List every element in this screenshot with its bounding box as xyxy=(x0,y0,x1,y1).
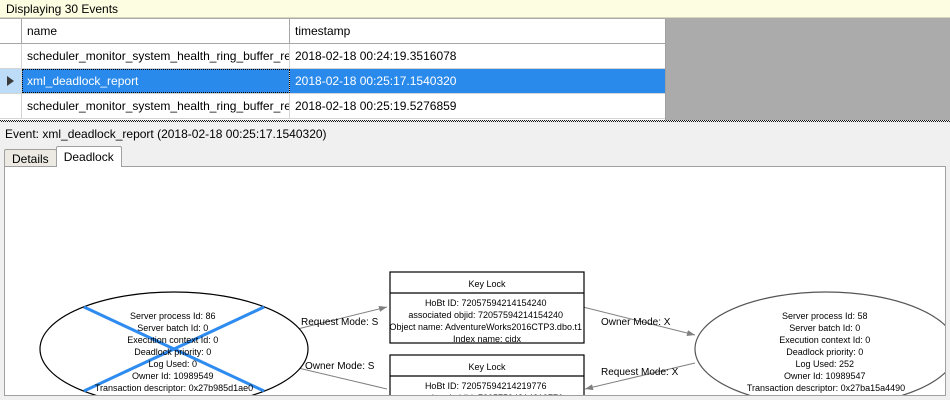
process-right-line-3: Deadlock priority: 0 xyxy=(786,347,863,357)
column-header-timestamp[interactable]: timestamp xyxy=(295,24,351,38)
cell-name[interactable]: xml_deadlock_report xyxy=(22,69,290,93)
resource-bottom-title: Key Lock xyxy=(468,362,506,372)
cell-timestamp[interactable]: 2018-02-18 00:25:19.5276859 xyxy=(295,99,457,113)
grid-select-all-cell[interactable] xyxy=(0,19,22,43)
table-row[interactable]: scheduler_monitor_system_health_ring_buf… xyxy=(0,44,665,69)
process-node-right[interactable]: Server process Id: 58 Server batch Id: 0… xyxy=(694,291,945,395)
resource-top-line-1: associated objid: 72057594214154240 xyxy=(408,310,563,320)
process-left-line-1: Server batch Id: 0 xyxy=(137,323,208,333)
deadlock-graph-canvas[interactable]: Request Mode: S Owner Mode: S Owner Mode… xyxy=(5,167,945,395)
process-left-line-6: Transaction descriptor: 0x27b985d1ae0 xyxy=(95,383,253,393)
process-node-left[interactable]: Server process Id: 86 Server batch Id: 0… xyxy=(39,291,309,395)
process-left-line-3: Deadlock priority: 0 xyxy=(134,347,211,357)
process-right-lines: Server process Id: 58 Server batch Id: 0… xyxy=(747,311,905,393)
table-row-selected[interactable]: xml_deadlock_report 2018-02-18 00:25:17.… xyxy=(0,69,665,94)
cell-timestamp[interactable]: 2018-02-18 00:24:19.3516078 xyxy=(295,49,457,63)
process-right-line-4: Log Used: 252 xyxy=(795,359,854,369)
process-right-line-6: Transaction descriptor: 0x27ba15a4490 xyxy=(747,383,905,393)
cell-timestamp[interactable]: 2018-02-18 00:25:17.1540320 xyxy=(290,69,665,93)
events-grid[interactable]: name timestamp scheduler_monitor_system_… xyxy=(0,19,666,120)
process-left-line-5: Owner Id: 10989549 xyxy=(132,371,214,381)
cell-name[interactable]: scheduler_monitor_system_health_ring_buf… xyxy=(22,44,290,68)
resource-top-lines: HoBt ID: 72057594214154240 associated ob… xyxy=(390,298,585,344)
process-left-line-2: Execution context Id: 0 xyxy=(127,335,218,345)
tab-deadlock[interactable]: Deadlock xyxy=(55,146,122,167)
resource-node-top[interactable]: Key Lock HoBt ID: 72057594214154240 asso… xyxy=(389,271,585,344)
column-header-name[interactable]: name xyxy=(22,19,290,43)
tab-strip: Details Deadlock xyxy=(4,146,122,167)
process-left-lines: Server process Id: 86 Server batch Id: 0… xyxy=(95,311,253,393)
current-row-arrow-icon xyxy=(7,76,14,86)
event-detail-pane: Event: xml_deadlock_report (2018-02-18 0… xyxy=(0,125,950,400)
resource-top-line-2: Object name: AdventureWorks2016CTP3.dbo.… xyxy=(390,322,582,332)
process-right-line-0: Server process Id: 58 xyxy=(782,311,868,321)
cell-name[interactable]: scheduler_monitor_system_health_ring_buf… xyxy=(22,94,290,118)
resource-top-line-0: HoBt ID: 72057594214154240 xyxy=(425,298,547,308)
edge-label-bottom-owner-left: Owner Mode: S xyxy=(305,361,375,372)
process-right-line-5: Owner Id: 10989547 xyxy=(784,371,866,381)
row-indicator-cell[interactable] xyxy=(0,44,22,68)
resource-top-line-3: Index name: cidx xyxy=(453,334,522,344)
events-panel: Displaying 30 Events name timestamp sche… xyxy=(0,0,950,120)
process-left-line-0: Server process Id: 86 xyxy=(130,311,216,321)
resource-bottom-line-1: associated objid: 72057594214219776 xyxy=(408,393,563,395)
resource-bottom-line-0: HoBt ID: 72057594214219776 xyxy=(425,381,547,391)
page-title: Event: xml_deadlock_report (2018-02-18 0… xyxy=(5,127,327,141)
row-indicator-cell[interactable] xyxy=(0,69,22,93)
tab-details[interactable]: Details xyxy=(4,149,57,167)
horizontal-splitter[interactable] xyxy=(0,120,950,125)
row-indicator-cell[interactable] xyxy=(0,94,22,118)
resource-node-bottom[interactable]: Key Lock HoBt ID: 72057594214219776 asso… xyxy=(389,354,585,395)
grid-header-row: name timestamp xyxy=(0,19,665,44)
resource-top-title: Key Lock xyxy=(468,279,506,289)
process-left-line-4: Log Used: 0 xyxy=(148,359,197,369)
edge-right-owner-top: Owner Mode: X xyxy=(582,306,696,336)
victim-cross-icon xyxy=(83,305,265,393)
table-row[interactable]: scheduler_monitor_system_health_ring_buf… xyxy=(0,94,665,119)
edge-label-left-request-top: Request Mode: S xyxy=(301,317,379,328)
edge-label-right-owner-top: Owner Mode: X xyxy=(601,317,671,328)
resource-bottom-lines: HoBt ID: 72057594214219776 associated ob… xyxy=(390,381,585,395)
edge-label-bottom-request-right: Request Mode: X xyxy=(601,367,679,378)
edge-bottom-request-right: Request Mode: X xyxy=(584,362,696,391)
events-caption: Displaying 30 Events xyxy=(0,0,950,18)
process-right-line-1: Server batch Id: 0 xyxy=(789,323,860,333)
process-right-line-2: Execution context Id: 0 xyxy=(779,335,870,345)
splitter-grip-icon xyxy=(0,120,950,123)
deadlock-tab-page: Request Mode: S Owner Mode: S Owner Mode… xyxy=(4,166,946,396)
